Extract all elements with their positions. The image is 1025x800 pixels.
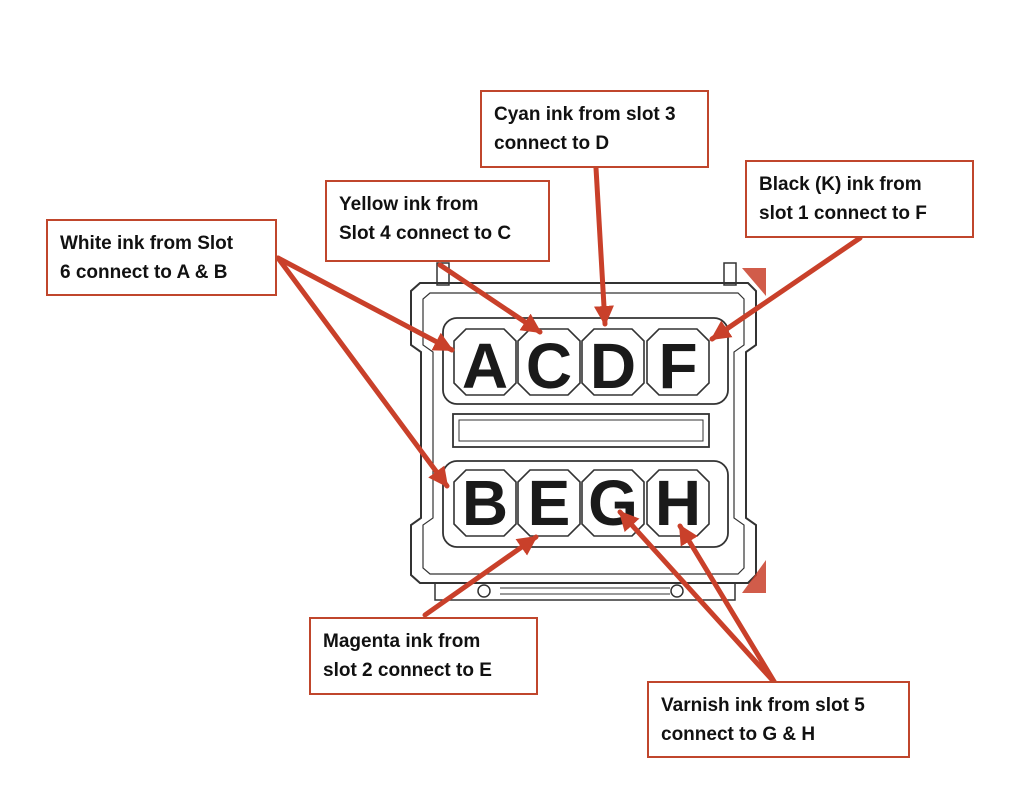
pin-label-f: F — [658, 330, 697, 402]
callout-magenta-ink: Magenta ink from slot 2 connect to E — [309, 617, 538, 695]
connector-housing — [410, 262, 757, 601]
callout-cyan-line2: connect to D — [494, 133, 610, 154]
callout-black-line1: Black (K) ink from — [759, 174, 922, 195]
callout-magenta-line1: Magenta ink from — [323, 631, 481, 652]
callout-cyan-line1: Cyan ink from slot 3 — [494, 104, 676, 125]
arrow-white-to-a — [275, 255, 455, 353]
arrow-yellow-to-c — [437, 262, 543, 335]
callout-cyan-ink: Cyan ink from slot 3 connect to D — [480, 90, 709, 168]
callout-black-ink: Black (K) ink from slot 1 connect to F — [745, 160, 974, 238]
callout-white-ink: White ink from Slot 6 connect to A & B — [46, 219, 277, 296]
callout-yellow-line1: Yellow ink from — [339, 194, 479, 215]
arrow-magenta-to-e — [422, 534, 539, 618]
arrow-white-to-b — [275, 255, 450, 489]
pin-label-d: D — [590, 330, 636, 402]
arrow-varnish-to-g — [617, 509, 778, 686]
callout-white-line2: 6 connect to A & B — [60, 262, 228, 283]
pin-label-e: E — [528, 467, 571, 539]
corner-marker — [742, 268, 766, 296]
callout-white-line1: White ink from Slot — [60, 233, 234, 254]
callout-varnish-line2: connect to G & H — [661, 724, 816, 745]
callout-magenta-line2: slot 2 connect to E — [323, 660, 492, 681]
callout-black-line2: slot 1 connect to F — [759, 203, 927, 224]
callout-yellow-line2: Slot 4 connect to C — [339, 223, 512, 244]
callout-varnish-line1: Varnish ink from slot 5 — [661, 695, 865, 716]
pin-label-h: H — [655, 467, 701, 539]
pin-label-a: A — [462, 330, 508, 402]
arrow-black-to-f — [709, 235, 863, 342]
pin-label-c: C — [526, 330, 572, 402]
callout-yellow-ink: Yellow ink from Slot 4 connect to C — [325, 180, 550, 262]
pin-label-g: G — [588, 467, 638, 539]
pin-frames — [453, 328, 710, 537]
callout-varnish-ink: Varnish ink from slot 5 connect to G & H — [647, 681, 910, 758]
corner-marker — [742, 560, 766, 593]
arrow-varnish-to-h — [677, 523, 778, 686]
arrow-cyan-to-d — [593, 165, 614, 327]
pin-label-b: B — [462, 467, 508, 539]
